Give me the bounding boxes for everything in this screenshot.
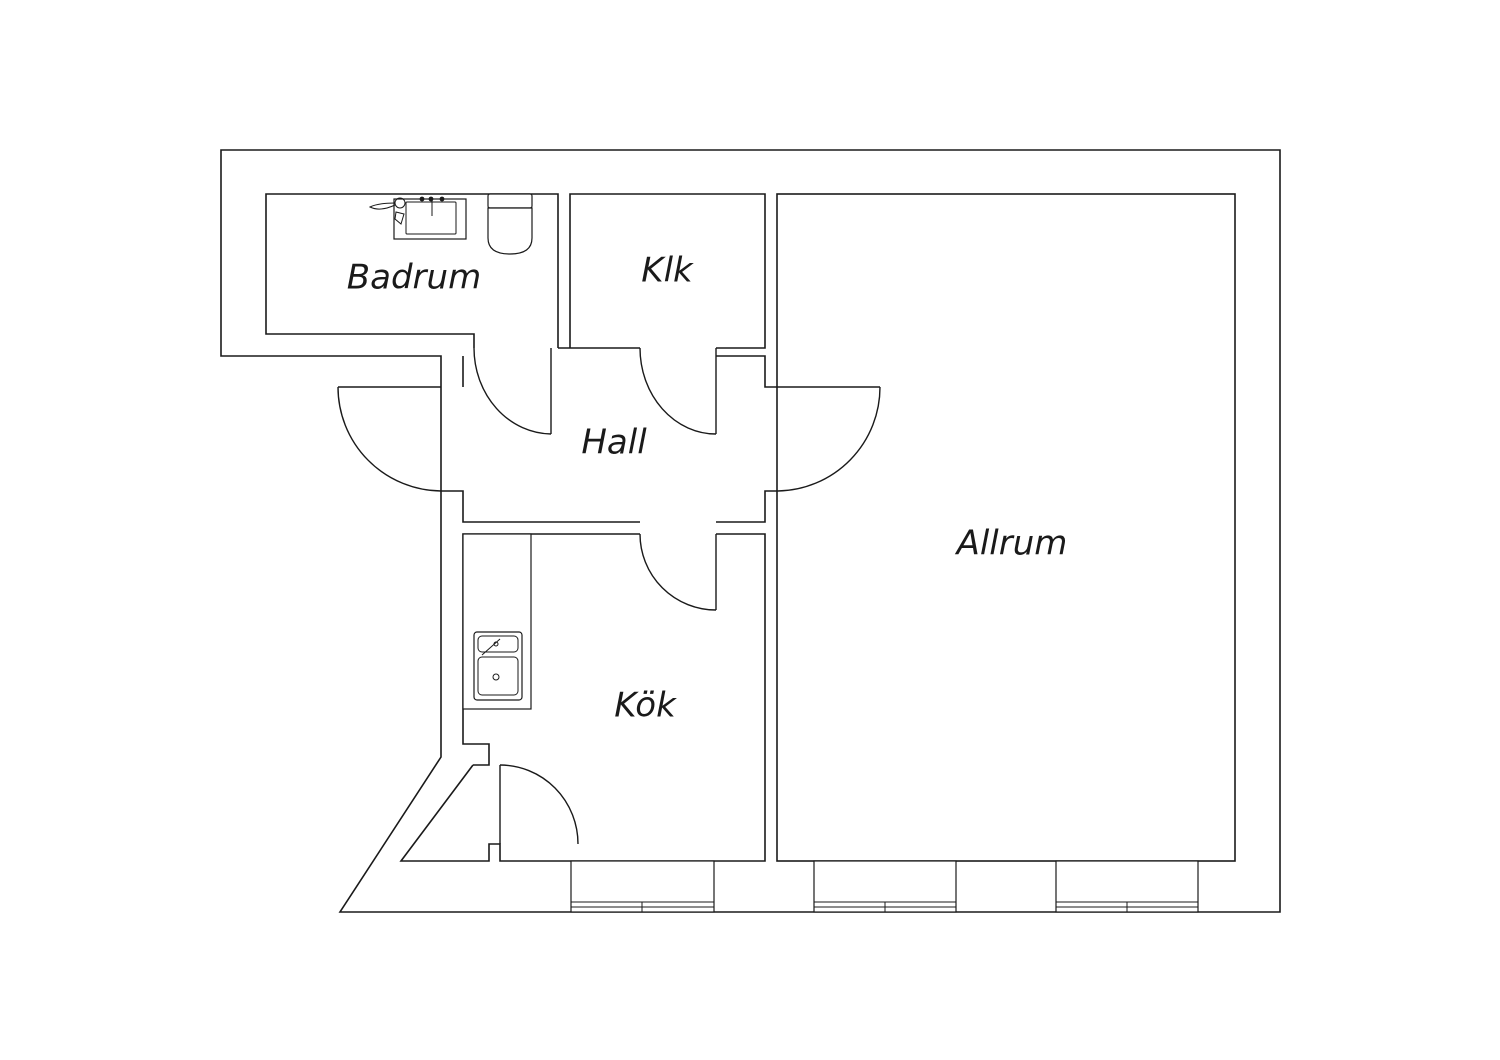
allrum-door-swing	[777, 386, 881, 492]
allrum-window-2	[1055, 860, 1199, 913]
room-label-badrum: Badrum	[347, 258, 481, 298]
toilet-icon	[487, 193, 533, 255]
room-label-klk: Klk	[641, 251, 694, 291]
klk-door-swing	[639, 347, 717, 435]
allrum-window-1	[813, 860, 957, 913]
badrum-door-swing	[473, 347, 552, 435]
kok-door-swing	[639, 533, 717, 611]
kitchen-sink-icon	[473, 631, 523, 701]
kok-wall-2	[399, 533, 766, 862]
room-label-kok: Kök	[614, 686, 677, 726]
closet-door-swing	[499, 764, 579, 845]
shower-head-icon	[368, 197, 406, 225]
bathroom-sink-icon	[393, 196, 467, 240]
allrum-wall	[776, 193, 1236, 862]
room-label-allrum: Allrum	[955, 524, 1068, 564]
hall-wall-3	[716, 355, 778, 388]
badrum-wall	[265, 193, 559, 348]
hall-wall-4	[716, 490, 778, 523]
kitchen-window	[570, 860, 715, 913]
outer-wall	[220, 149, 1281, 913]
klk-wall	[569, 193, 766, 349]
entrance-door-swing	[337, 386, 442, 492]
hall-wall-5	[441, 490, 640, 523]
room-label-hall: Hall	[581, 423, 647, 463]
